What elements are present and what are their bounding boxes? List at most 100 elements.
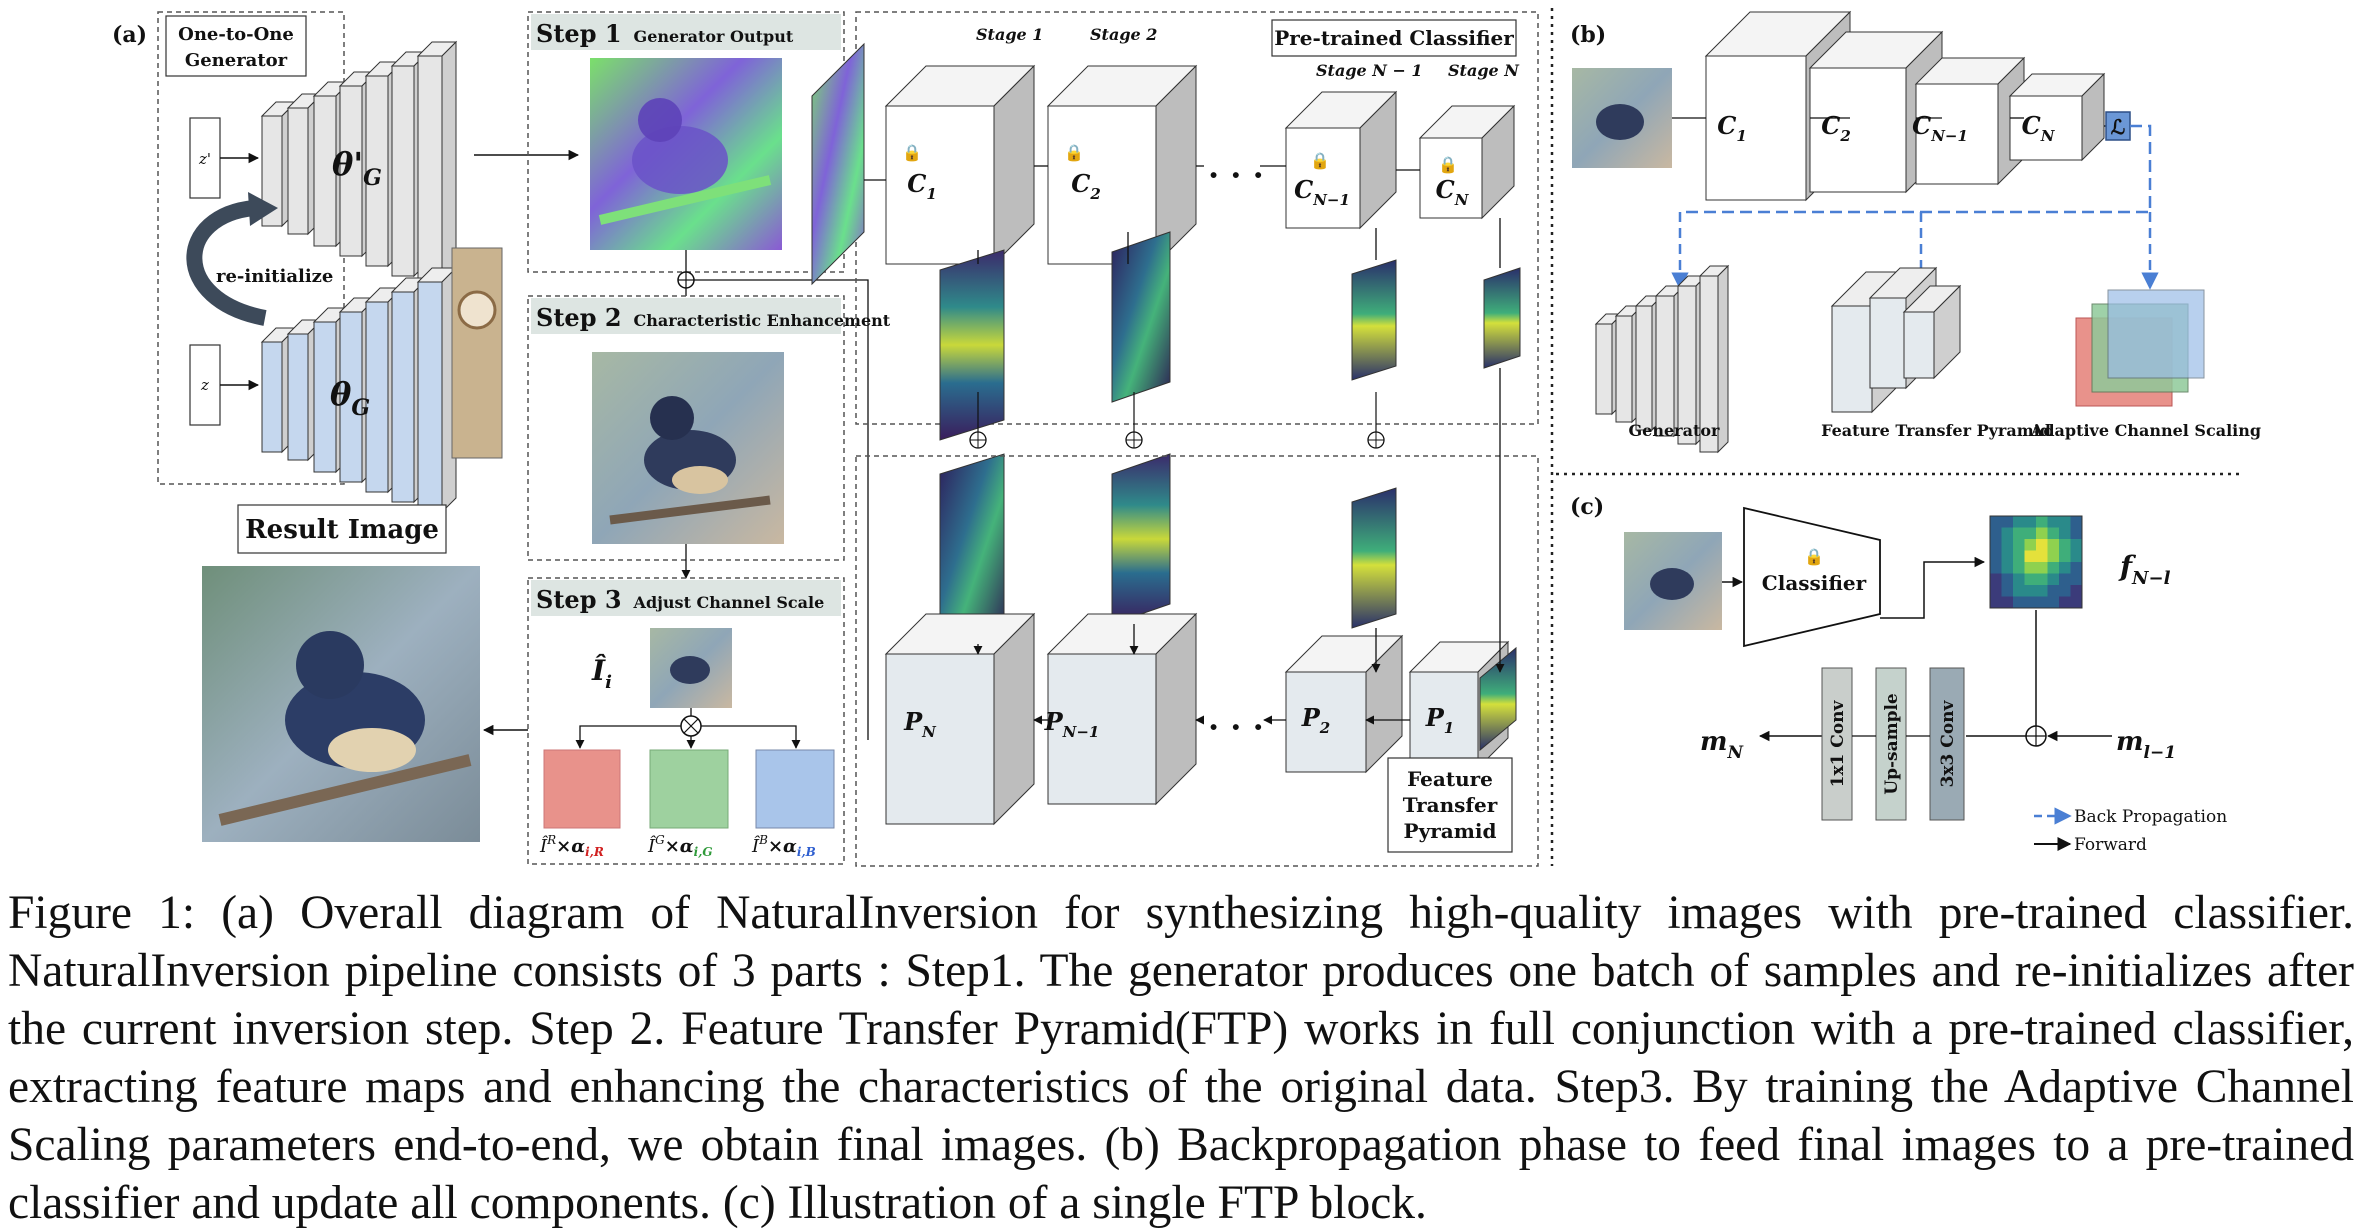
pN-label: PN: [903, 707, 937, 741]
m-l-label: ml−1: [2116, 727, 2176, 763]
feature-cell: [1990, 573, 2002, 585]
step3-box: [527, 577, 845, 865]
step1-header-bg: [531, 14, 841, 50]
panel-c-feature-map: [1989, 515, 2083, 609]
stageN-label: Stage N: [1448, 61, 1520, 80]
f-label: fN−l: [2118, 550, 2171, 589]
red-channel-box: [543, 749, 621, 829]
gen-output-slab: [811, 42, 865, 286]
stage2-label: Stage 2: [1090, 25, 1157, 44]
label-acs: Adaptive Channel Scaling: [2030, 421, 2261, 440]
step2-header-bg: [531, 298, 841, 334]
classifier-ellipsis: · · ·: [1208, 156, 1264, 194]
ftp-block-p2: [1284, 634, 1404, 774]
loss-label: ℒ: [2111, 115, 2125, 139]
feature-cell: [2070, 527, 2082, 539]
feature-cell: [2024, 562, 2036, 574]
p2-label: P2: [1301, 703, 1330, 737]
feature-map-stage2-upper: [1111, 231, 1171, 403]
classifier-block-cN: [1418, 104, 1516, 220]
feature-cell: [2024, 516, 2036, 528]
feature-frame: [1989, 515, 2083, 609]
upsample-block: [1875, 667, 1907, 821]
feature-cell: [2001, 585, 2013, 597]
classifier-lock-icon: 🔒: [1804, 547, 1824, 566]
legend-fwd-label: Forward: [2074, 835, 2147, 855]
feature-cell: [2036, 573, 2048, 585]
feature-cell: [2070, 562, 2082, 574]
feature-cell: [2013, 516, 2025, 528]
feature-cell: [2024, 585, 2036, 597]
label-ftp: Feature Transfer Pyramid: [1821, 421, 2051, 440]
panel-b-generator-stack: [1594, 264, 1730, 454]
feature-cell: [1990, 585, 2002, 597]
ftp-block-pN1-front: [1047, 653, 1157, 805]
gen-output-bird-head: [638, 98, 682, 142]
blue-generator-stack: [260, 266, 458, 514]
sum-to-ftp-line: [694, 279, 869, 740]
legend-back-label: Back Propagation: [2074, 807, 2227, 827]
multiply-to-red: [575, 725, 681, 749]
feature-cell: [2001, 573, 2013, 585]
ftp-block-p1-front: [1409, 671, 1479, 769]
result-bird-head: [296, 631, 364, 699]
feature-cell: [2013, 562, 2025, 574]
enhanced-bird-belly: [672, 466, 728, 494]
m-N-label: mN: [1700, 727, 1745, 763]
feature-cell: [2047, 550, 2059, 562]
b-block-c1-front: [1705, 55, 1807, 201]
theta-label: θG: [330, 375, 370, 421]
c2-label: C2: [1071, 169, 1101, 203]
feature-cell: [2059, 596, 2071, 608]
c1-label: C1: [907, 169, 937, 203]
feature-cell: [2013, 527, 2025, 539]
pN1-label: PN−1: [1044, 707, 1100, 741]
conv3-block: [1929, 667, 1965, 821]
ftp-title-l2: Transfer: [1403, 793, 1498, 817]
feature-cell: [2036, 596, 2048, 608]
panel-c-label: (c): [1570, 494, 1604, 520]
classifier-block-cN1: [1284, 90, 1398, 230]
feature-cell: [2001, 527, 2013, 539]
generator-title-bg: [165, 15, 307, 77]
feature-cell: [2070, 573, 2082, 585]
theta-prime-label: θ'G: [332, 145, 382, 191]
multiply-to-blue: [701, 725, 801, 749]
feature-cell: [2013, 585, 2025, 597]
feature-cell: [2036, 527, 2048, 539]
feature-cell: [2047, 527, 2059, 539]
cN-label: CN: [1436, 175, 1470, 209]
reinit-arrowhead: [248, 192, 278, 226]
ftp-block-p2-front: [1285, 671, 1367, 773]
acs-blue: [2107, 289, 2205, 379]
feature-cell: [2024, 596, 2036, 608]
classifier-title-box: [1271, 19, 1517, 57]
z-prime-label: z': [198, 150, 211, 168]
b-gen-layer: [1698, 264, 1730, 454]
figure-diagram: (a) One-to-One Generator z' θ'G re-initi…: [112, 8, 2261, 867]
b-block-cN-front: [2009, 95, 2083, 161]
feature-cell: [1990, 550, 2002, 562]
feature-cell: [2059, 539, 2071, 551]
lock-icon: 🔒: [1310, 151, 1330, 170]
classifier-block-c1: [884, 64, 1036, 266]
panel-a-label: (a): [112, 22, 147, 48]
figure-caption: Figure 1: (a) Overall diagram of Natural…: [8, 887, 2354, 1229]
ftp-title-l1: Feature: [1407, 767, 1493, 791]
feature-cell: [2070, 596, 2082, 608]
classifier-block-cN-front: [1419, 137, 1483, 219]
feature-cell: [1990, 596, 2002, 608]
stage1-label: Stage 1: [976, 25, 1043, 44]
label-generator: Generator: [1629, 421, 1721, 440]
feature-cell: [2024, 573, 2036, 585]
feature-cell: [2047, 516, 2059, 528]
ftp-region: [855, 455, 1539, 867]
result-bird-belly: [328, 728, 416, 772]
green-channel-box: [649, 749, 729, 829]
feature-cell: [2070, 516, 2082, 528]
feature-cell: [2047, 562, 2059, 574]
feature-cell: [2024, 527, 2036, 539]
